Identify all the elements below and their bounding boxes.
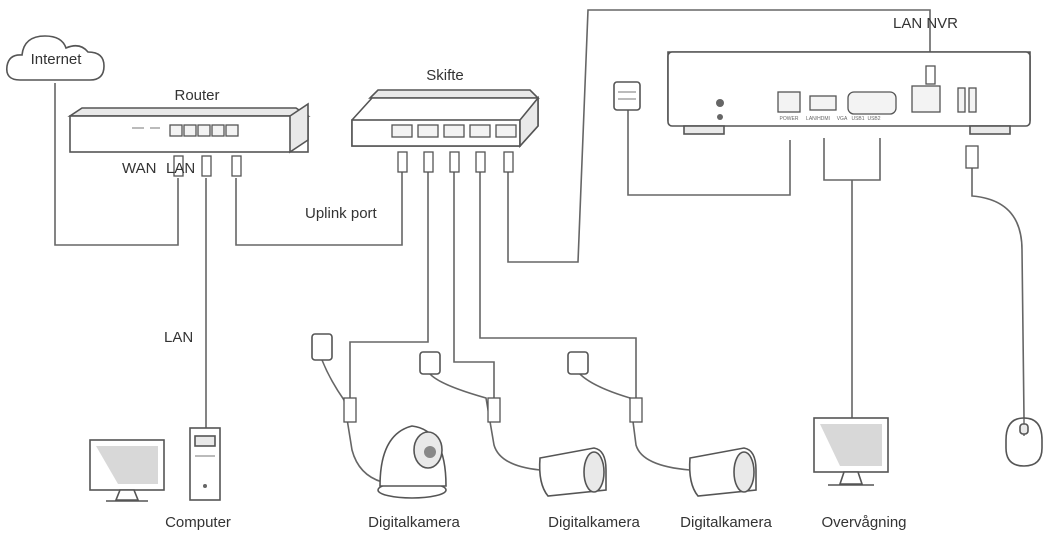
label-lan-computer: LAN xyxy=(164,329,194,346)
switch-icon xyxy=(351,89,540,173)
cable-internet-wan xyxy=(54,83,179,246)
label-computer: Computer xyxy=(165,514,231,531)
cable-power-camera3 xyxy=(577,371,691,471)
cable-power-camera2 xyxy=(429,373,541,471)
monitor-icon xyxy=(813,417,889,486)
router-icon xyxy=(67,102,311,177)
label-uplink-port: Uplink port xyxy=(305,205,377,222)
mouse-icon xyxy=(1005,417,1043,467)
nvr-port-label: USB2 xyxy=(867,116,880,122)
nvr-port-labels: POWER LAN/HDMI VGA USB1 USB2 xyxy=(780,116,881,122)
usb-plug-icon xyxy=(965,145,979,169)
nvr-port-label: USB1 xyxy=(851,116,864,122)
camera-power-adapter-icon xyxy=(311,333,589,375)
cable-switch-camera3 xyxy=(479,172,637,398)
cable-switch-nvr xyxy=(507,9,931,263)
nvr-port-label: VGA xyxy=(837,116,848,122)
label-router: Router xyxy=(174,87,220,104)
label-camera-1: Digitalkamera xyxy=(368,514,460,531)
label-wan: WAN xyxy=(122,160,157,177)
label-lan-router: LAN xyxy=(166,160,196,177)
cable-switch-camera1 xyxy=(349,172,429,398)
cable-switch-camera2 xyxy=(453,172,495,398)
label-camera-2: Digitalkamera xyxy=(548,514,640,531)
label-camera-3: Digitalkamera xyxy=(680,514,772,531)
bullet-camera-icon xyxy=(538,447,607,497)
cables xyxy=(54,9,1025,485)
power-adapter-icon xyxy=(613,81,641,111)
label-switch: Skifte xyxy=(426,67,464,84)
label-lan-nvr: LAN NVR xyxy=(893,15,959,32)
cable-router-uplink xyxy=(235,172,403,246)
nvr-port-label: POWER xyxy=(780,116,799,122)
label-internet: Internet xyxy=(30,51,82,68)
cable-power-camera1 xyxy=(321,359,393,485)
bullet-camera-icon xyxy=(688,447,757,497)
dome-camera-icon xyxy=(377,425,447,499)
cable-usb-mouse xyxy=(971,168,1025,419)
camera-connector-plugs xyxy=(343,397,643,423)
nvr-icon xyxy=(667,51,1031,135)
internet-cloud-icon xyxy=(5,35,105,81)
cable-nvr-monitor xyxy=(823,138,881,181)
computer-monitor-icon xyxy=(89,439,165,502)
computer-tower-icon xyxy=(189,427,221,501)
nvr-port-label: LAN/HDMI xyxy=(806,116,830,122)
label-monitor: Overvågning xyxy=(821,514,907,531)
cable-nvr-power xyxy=(627,110,791,196)
